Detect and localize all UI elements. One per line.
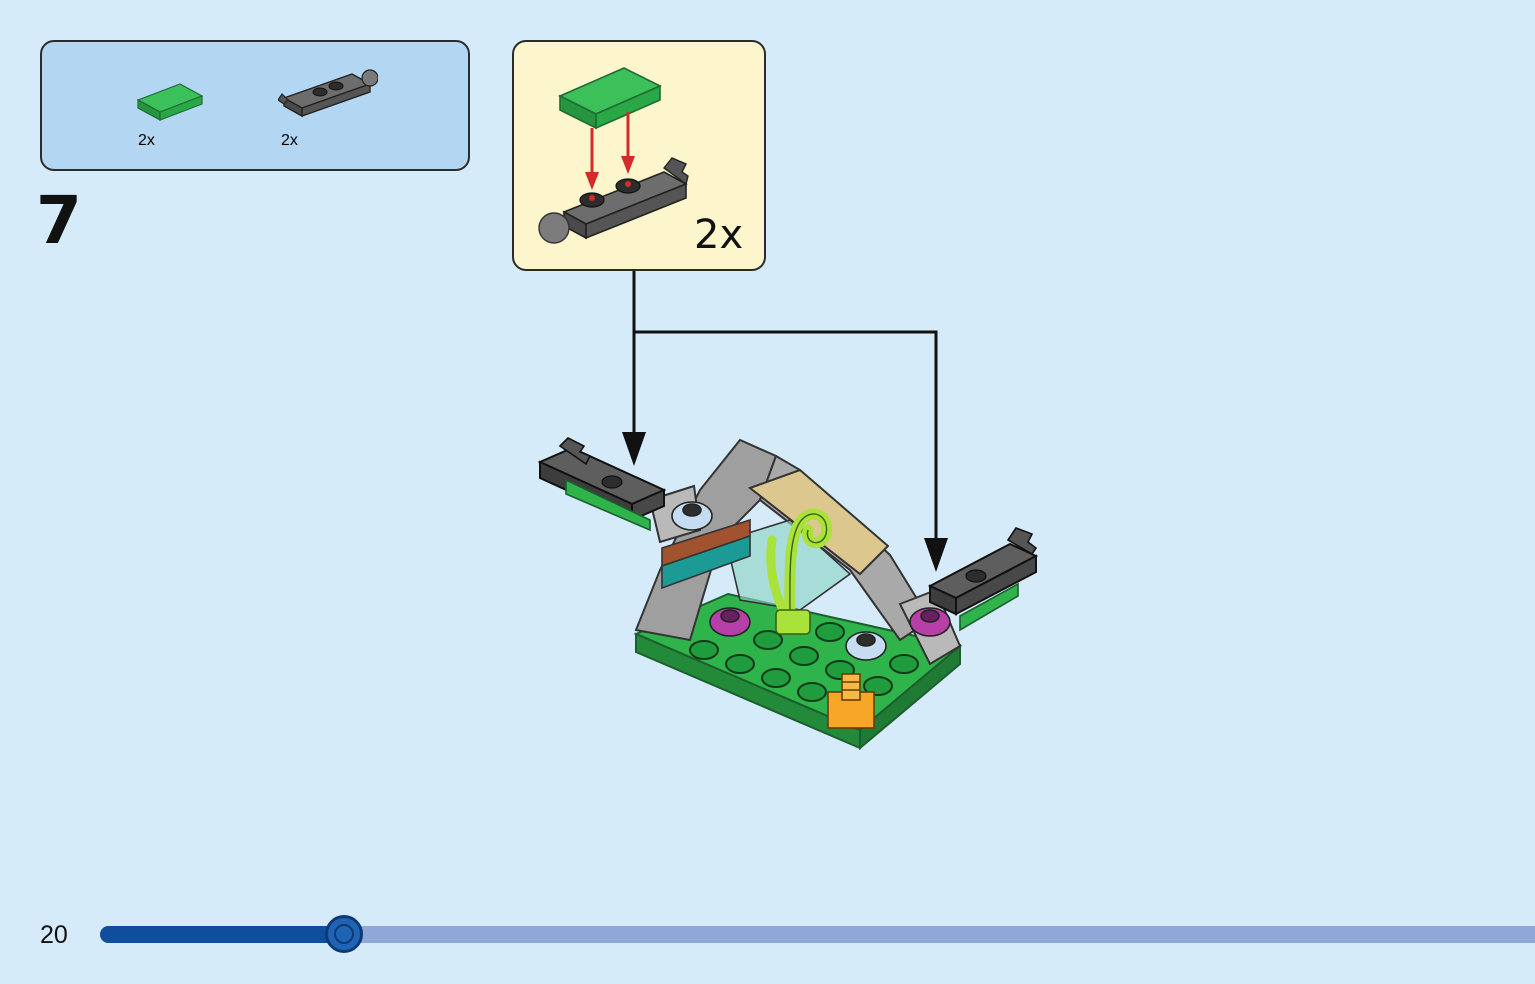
part-quantity: 2x (281, 132, 298, 149)
sub-assembly-quantity: 2x (694, 212, 744, 258)
left-clip-assembly (537, 437, 667, 532)
right-clip-assembly (927, 527, 1039, 632)
part-quantity: 2x (138, 132, 155, 149)
green-tile-icon (136, 82, 208, 132)
dark-gray-clip-plate-icon (278, 66, 378, 126)
sub-assembly-illustration (538, 67, 689, 244)
arrow-head (622, 432, 646, 466)
parts-list-box: 2x 2x (40, 40, 470, 171)
sub-assembly-box: 2x (512, 40, 766, 271)
step-number: 7 (36, 182, 82, 259)
progress-fill (100, 926, 344, 943)
arrow-head (924, 538, 948, 572)
progress-indicator (325, 915, 363, 953)
placement-arrows (632, 271, 938, 545)
flowers (671, 501, 951, 661)
progress-track (100, 926, 1535, 943)
orange-lantern (827, 673, 875, 729)
lime-sprout (766, 508, 833, 635)
page-number: 20 (40, 921, 68, 949)
